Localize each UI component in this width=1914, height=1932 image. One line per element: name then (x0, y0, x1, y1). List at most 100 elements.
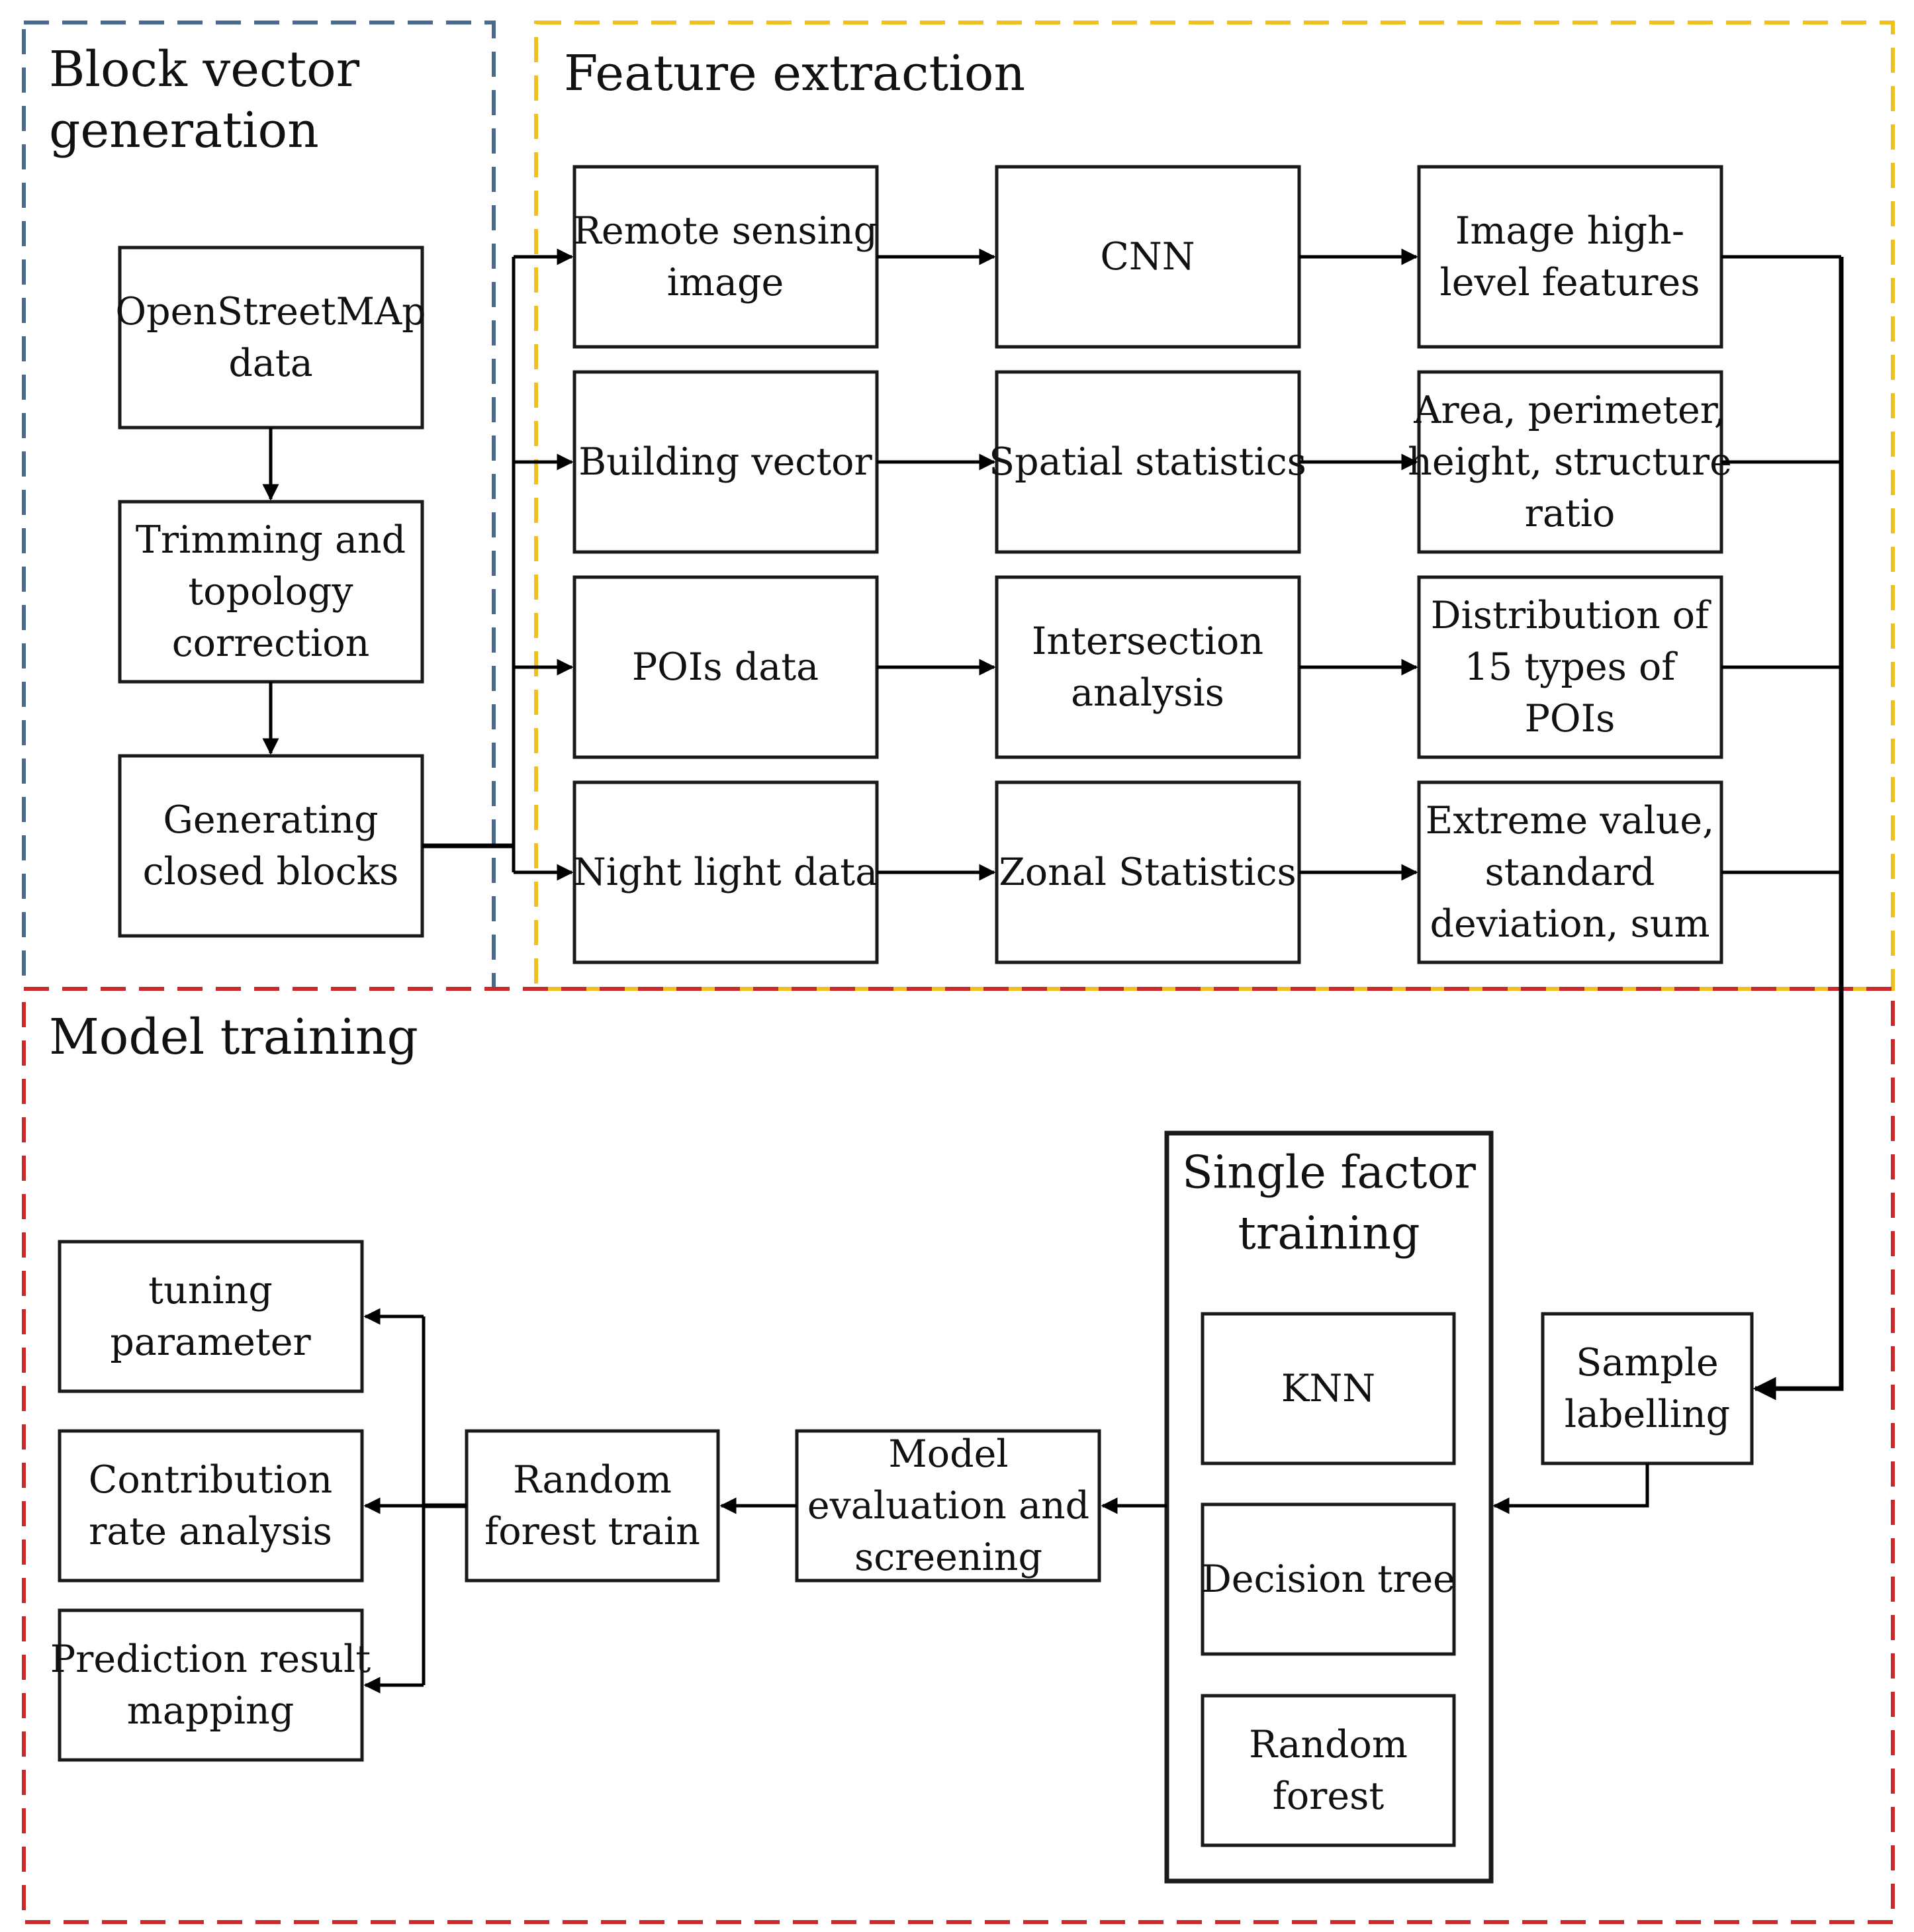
label-line: OpenStreetMAp (115, 290, 426, 334)
label-line: Spatial statistics (989, 440, 1306, 484)
label-line: forest (1273, 1774, 1385, 1818)
label-line: ratio (1525, 492, 1616, 535)
label-line: Single factor (1182, 1147, 1476, 1199)
label-line: parameter (110, 1320, 311, 1364)
label-line: Trimming and (136, 518, 406, 562)
area-perimeter-box: Area, perimeter, height, structure ratio (1408, 370, 1732, 554)
model-evaluation-box: Model evaluation and screening (795, 1429, 1101, 1583)
osm-data-box: OpenStreetMAp data (115, 246, 426, 430)
feature-region-title: Feature extraction (564, 45, 1025, 102)
building-vector-box: Building vector (572, 370, 879, 554)
label-line: Area, perimeter, (1413, 389, 1726, 432)
label-line: standard (1484, 851, 1655, 894)
svg-text:POIs data: POIs data (632, 645, 819, 689)
svg-text:Image high-level features: Image high-level features (1440, 209, 1700, 304)
svg-text:Zonal Statistics: Zonal Statistics (999, 851, 1297, 894)
intersection-analysis-box: Intersection analysis (995, 575, 1301, 759)
label-line: Prediction result (50, 1637, 371, 1681)
label-line: deviation, sum (1430, 902, 1709, 946)
prediction-mapping-box: Prediction result mapping (50, 1608, 371, 1762)
label-line: Sample (1576, 1341, 1719, 1385)
label-line: KNN (1281, 1367, 1375, 1410)
label-line: Distribution of (1431, 594, 1711, 637)
poi-distribution-box: Distribution of 15 types of POIs (1417, 575, 1723, 759)
label-line: POIs data (632, 645, 819, 689)
label-line: Extreme value, (1426, 799, 1715, 843)
model-region-title: Model training (49, 1009, 418, 1066)
label-line: labelling (1565, 1393, 1730, 1436)
arrow-collector-to-sample (1753, 257, 1844, 1401)
svg-text:Building vector: Building vector (578, 440, 872, 484)
pois-data-box: POIs data (572, 575, 879, 759)
remote-sensing-image-box: Remote sensing image (572, 165, 879, 349)
knn-box: KNN (1201, 1312, 1456, 1465)
svg-text:Night light data: Night light data (573, 851, 878, 894)
connectors (262, 248, 1844, 1694)
label-line: Intersection (1032, 620, 1263, 663)
label-line: Random (1249, 1723, 1408, 1767)
contribution-rate-box: Contribution rate analysis (58, 1429, 364, 1583)
label-line: Building vector (578, 440, 872, 484)
label-line: correction (172, 621, 370, 665)
label-line: Generating (163, 798, 378, 842)
label-line: Remote sensing (573, 209, 878, 253)
label-line: height, structure (1408, 440, 1732, 484)
region-title-line: Feature extraction (564, 45, 1025, 102)
night-light-data-box: Night light data (572, 780, 879, 964)
image-high-level-features-box: Image high-level features (1417, 165, 1723, 349)
label-line: level features (1440, 261, 1700, 304)
label-line: CNN (1100, 235, 1195, 279)
label-line: 15 types of (1465, 645, 1678, 689)
single-factor-title: Single factor training (1182, 1147, 1476, 1260)
decision-tree-box: Decision tree (1201, 1502, 1456, 1656)
label-line: tuning (148, 1269, 273, 1312)
label-line: Model (888, 1432, 1008, 1476)
label-line: Image high- (1455, 209, 1684, 253)
label-line: Contribution (89, 1458, 332, 1502)
label-line: rate analysis (89, 1510, 332, 1553)
svg-text:Spatial statistics: Spatial statistics (989, 440, 1306, 484)
label-line: Night light data (573, 851, 878, 894)
spatial-statistics-box: Spatial statistics (989, 370, 1306, 554)
extreme-value-box: Extreme value, standard deviation, sum (1417, 780, 1723, 964)
label-line: Random (513, 1458, 672, 1502)
svg-text:Area, perimeter,height, struct: Area, perimeter, height, structure ratio (1408, 389, 1732, 535)
label-line: image (667, 261, 784, 304)
label-line: training (1238, 1208, 1420, 1260)
tuning-parameter-box: tuning parameter (58, 1240, 364, 1393)
arrow-sample-to-single-factor (1492, 1463, 1649, 1514)
label-line: evaluation and (807, 1484, 1089, 1528)
label-line: analysis (1071, 671, 1224, 715)
label-line: data (228, 342, 312, 385)
label-line: Zonal Statistics (999, 851, 1297, 894)
label-line: POIs (1525, 697, 1616, 741)
model-training-region (22, 987, 1895, 1924)
svg-text:Decision tree: Decision tree (1201, 1557, 1455, 1601)
label-line: forest train (484, 1510, 700, 1553)
svg-text:CNN: CNN (1100, 235, 1195, 279)
label-line: Decision tree (1201, 1557, 1455, 1601)
region-title-line: Block vector (49, 41, 360, 98)
zonal-statistics-box: Zonal Statistics (995, 780, 1301, 964)
label-line: mapping (127, 1689, 294, 1733)
random-forest-train-box: Random forest train (465, 1429, 720, 1583)
random-forest-box: Random forest (1201, 1694, 1456, 1847)
label-line: screening (854, 1536, 1042, 1579)
region-title-line: generation (49, 102, 319, 159)
